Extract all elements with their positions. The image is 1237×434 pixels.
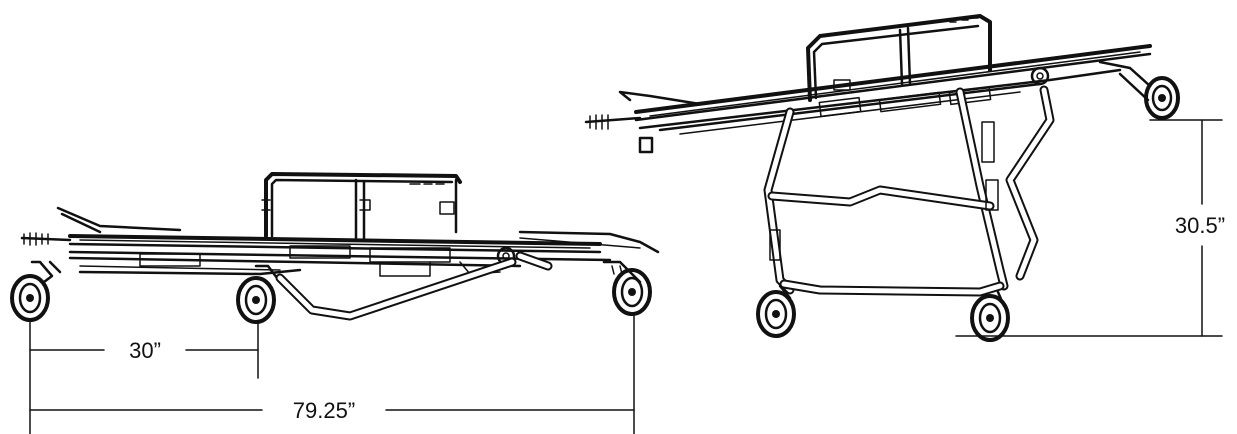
dimension-label-30: 30” xyxy=(129,338,161,363)
collapsed-stretcher-side-view xyxy=(10,172,660,324)
dimension-30-in: 30” xyxy=(29,321,259,434)
collapsed-backrest xyxy=(261,172,462,242)
raised-wheel-front-right xyxy=(970,290,1010,342)
raised-wheel-front-left xyxy=(756,284,796,338)
raised-deck xyxy=(584,44,1152,154)
stretcher-deck xyxy=(20,206,660,277)
dimension-label-30-5: 30.5” xyxy=(1175,213,1225,238)
wheel-foot-left xyxy=(602,260,652,316)
dimension-79-25-in: 79.25” xyxy=(29,313,635,434)
raised-backrest xyxy=(806,14,992,102)
raised-stretcher-view xyxy=(584,14,1180,342)
raised-legs xyxy=(763,85,1055,297)
dimension-label-79-25: 79.25” xyxy=(293,398,355,423)
dimension-30-5-in: 30.5” xyxy=(955,119,1225,337)
folded-legs xyxy=(275,251,553,321)
raised-wheel-foot xyxy=(1144,76,1180,120)
wheel-head-left xyxy=(10,260,62,322)
